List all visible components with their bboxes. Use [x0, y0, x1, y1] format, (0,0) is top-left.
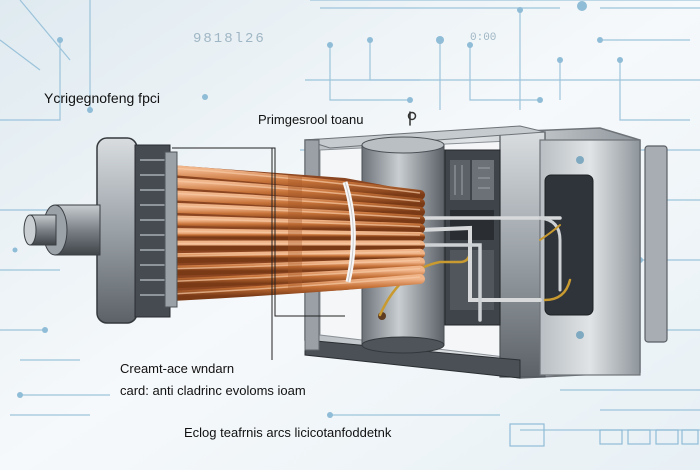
coil-highlight: [171, 267, 421, 283]
coil-highlight: [171, 251, 421, 257]
schematic-lines: [0, 0, 700, 431]
coil-strand: [167, 248, 425, 264]
end-cap: [96, 137, 178, 324]
coil-strand: [167, 177, 425, 209]
coil-highlight: [171, 230, 421, 236]
label-bottom-line1: Creamt-ace wndarn: [120, 361, 235, 376]
coil-highlight: [171, 205, 421, 219]
coil-highlight: [171, 276, 421, 295]
coil-highlight: [171, 192, 421, 211]
coil-strand: [167, 165, 425, 200]
coil-highlight: [171, 259, 421, 270]
leader-lines: [172, 147, 345, 360]
coil-highlight: [171, 179, 421, 203]
coil-highlight: [171, 167, 421, 194]
label-top-center: Primgesrool toanu: [258, 112, 364, 127]
coil-strand: [167, 202, 425, 226]
coil-strand: [167, 274, 425, 301]
copper-coil: [167, 165, 425, 301]
coil-strand: [167, 257, 425, 276]
motor-shaft: [23, 204, 101, 256]
coil-strand: [167, 265, 425, 289]
bg-digits-2: 0:00: [470, 32, 496, 44]
coil-strand: [167, 215, 425, 234]
label-top-left: Ycrigegnofeng fpci: [44, 90, 160, 106]
pin-marker: [407, 111, 417, 121]
bottom-right-blocks: [509, 423, 699, 447]
coil-highlight: [171, 217, 421, 228]
label-bottom-line2: card: anti cladrinc evoloms ioam: [120, 383, 306, 398]
caption: Eclog teafrnis arcs licicotanfoddetnk: [184, 425, 392, 440]
coil-strand: [167, 190, 425, 217]
coil-strand: [167, 228, 425, 242]
bg-digits-1: 9818l26: [193, 31, 266, 47]
